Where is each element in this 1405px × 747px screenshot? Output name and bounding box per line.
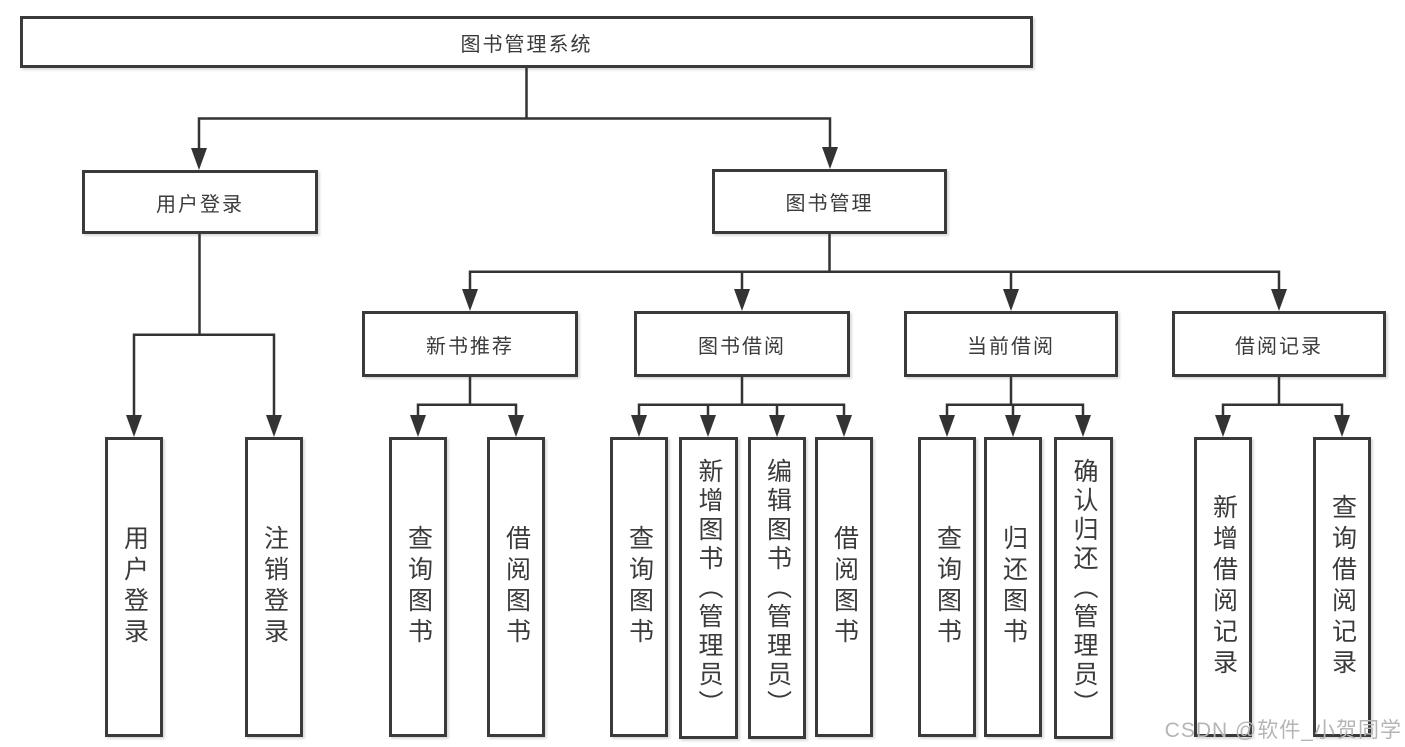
node-label: 图书管理 (785, 193, 874, 215)
edge-newbook-children (416, 377, 518, 420)
arrowheads (126, 147, 1350, 437)
node-current-borrow: 当前借阅 (904, 311, 1118, 377)
leaf-return-book: 归还图书 (984, 437, 1042, 737)
node-borrow-records: 借阅记录 (1172, 311, 1386, 377)
node-label: 确认归还（管理员） (1070, 457, 1098, 719)
node-label: 新书推荐 (426, 335, 514, 358)
node-label: 查询图书 (625, 525, 654, 649)
arrow-down-icon (822, 147, 838, 169)
leaf-edit-book-admin: 编辑图书（管理员） (748, 437, 806, 739)
node-user-login: 用户登录 (82, 170, 318, 234)
leaf-add-book-admin: 新增图书（管理员） (679, 437, 738, 739)
node-label: 查询借阅记录 (1328, 494, 1357, 680)
leaf-query-books-recommend: 查询图书 (389, 437, 447, 737)
leaf-borrow-books-recommend: 借阅图书 (487, 437, 545, 737)
leaf-logout: 注销登录 (245, 437, 303, 737)
arrow-down-icon (734, 289, 750, 311)
arrow-down-icon (462, 289, 478, 311)
node-label: 当前借阅 (967, 335, 1055, 358)
node-label: 图书管理系统 (460, 33, 593, 56)
arrow-down-icon (266, 415, 282, 437)
node-label: 图书借阅 (698, 335, 786, 358)
leaf-query-books-current: 查询图书 (918, 437, 976, 737)
arrow-down-icon (1271, 289, 1287, 311)
node-label: 新增借阅记录 (1209, 494, 1238, 680)
arrow-down-icon (631, 415, 647, 437)
leaf-confirm-return-admin: 确认归还（管理员） (1054, 437, 1113, 739)
edge-userlogin-children (132, 234, 276, 419)
leaf-query-books-borrow: 查询图书 (610, 437, 668, 737)
edge-current-children (945, 377, 1085, 420)
arrow-down-icon (836, 415, 852, 437)
arrow-down-icon (1334, 415, 1350, 437)
arrow-down-icon (769, 415, 785, 437)
node-label: 查询图书 (933, 525, 962, 649)
arrow-down-icon (700, 415, 716, 437)
node-root: 图书管理系统 (20, 16, 1033, 68)
arrow-down-icon (1005, 415, 1021, 437)
node-label: 借阅记录 (1235, 335, 1323, 358)
leaf-query-borrow-record: 查询借阅记录 (1313, 437, 1371, 737)
node-label: 借阅图书 (502, 525, 531, 649)
node-label: 查询图书 (404, 525, 433, 649)
leaf-add-borrow-record: 新增借阅记录 (1194, 437, 1252, 737)
node-label: 新增图书（管理员） (695, 457, 723, 719)
arrow-down-icon (508, 415, 524, 437)
node-label: 借阅图书 (830, 525, 859, 649)
arrow-down-icon (410, 415, 426, 437)
arrow-down-icon (126, 415, 142, 437)
leaf-borrow-books-borrow: 借阅图书 (815, 437, 873, 737)
node-label: 注销登录 (260, 525, 289, 649)
arrow-down-icon (1215, 415, 1231, 437)
leaf-user-login: 用户登录 (105, 437, 163, 737)
edge-borrow-children (637, 377, 846, 420)
arrow-down-icon (1075, 415, 1091, 437)
node-label: 用户登录 (156, 193, 244, 216)
node-label: 归还图书 (999, 525, 1028, 649)
edge-bookmgmt-children (468, 234, 1281, 294)
node-new-book-recommend: 新书推荐 (362, 311, 578, 377)
node-label: 编辑图书（管理员） (763, 457, 792, 719)
csdn-watermark: CSDN @软件_小贺同学 (1164, 719, 1402, 742)
node-book-borrow: 图书借阅 (634, 311, 850, 377)
arrow-down-icon (939, 415, 955, 437)
arrow-down-icon (1003, 289, 1019, 311)
edge-records-children (1221, 377, 1344, 420)
arrow-down-icon (191, 148, 207, 170)
node-label: 用户登录 (120, 525, 149, 649)
edge-root-level2 (197, 68, 832, 152)
node-book-management: 图书管理 (712, 169, 947, 234)
